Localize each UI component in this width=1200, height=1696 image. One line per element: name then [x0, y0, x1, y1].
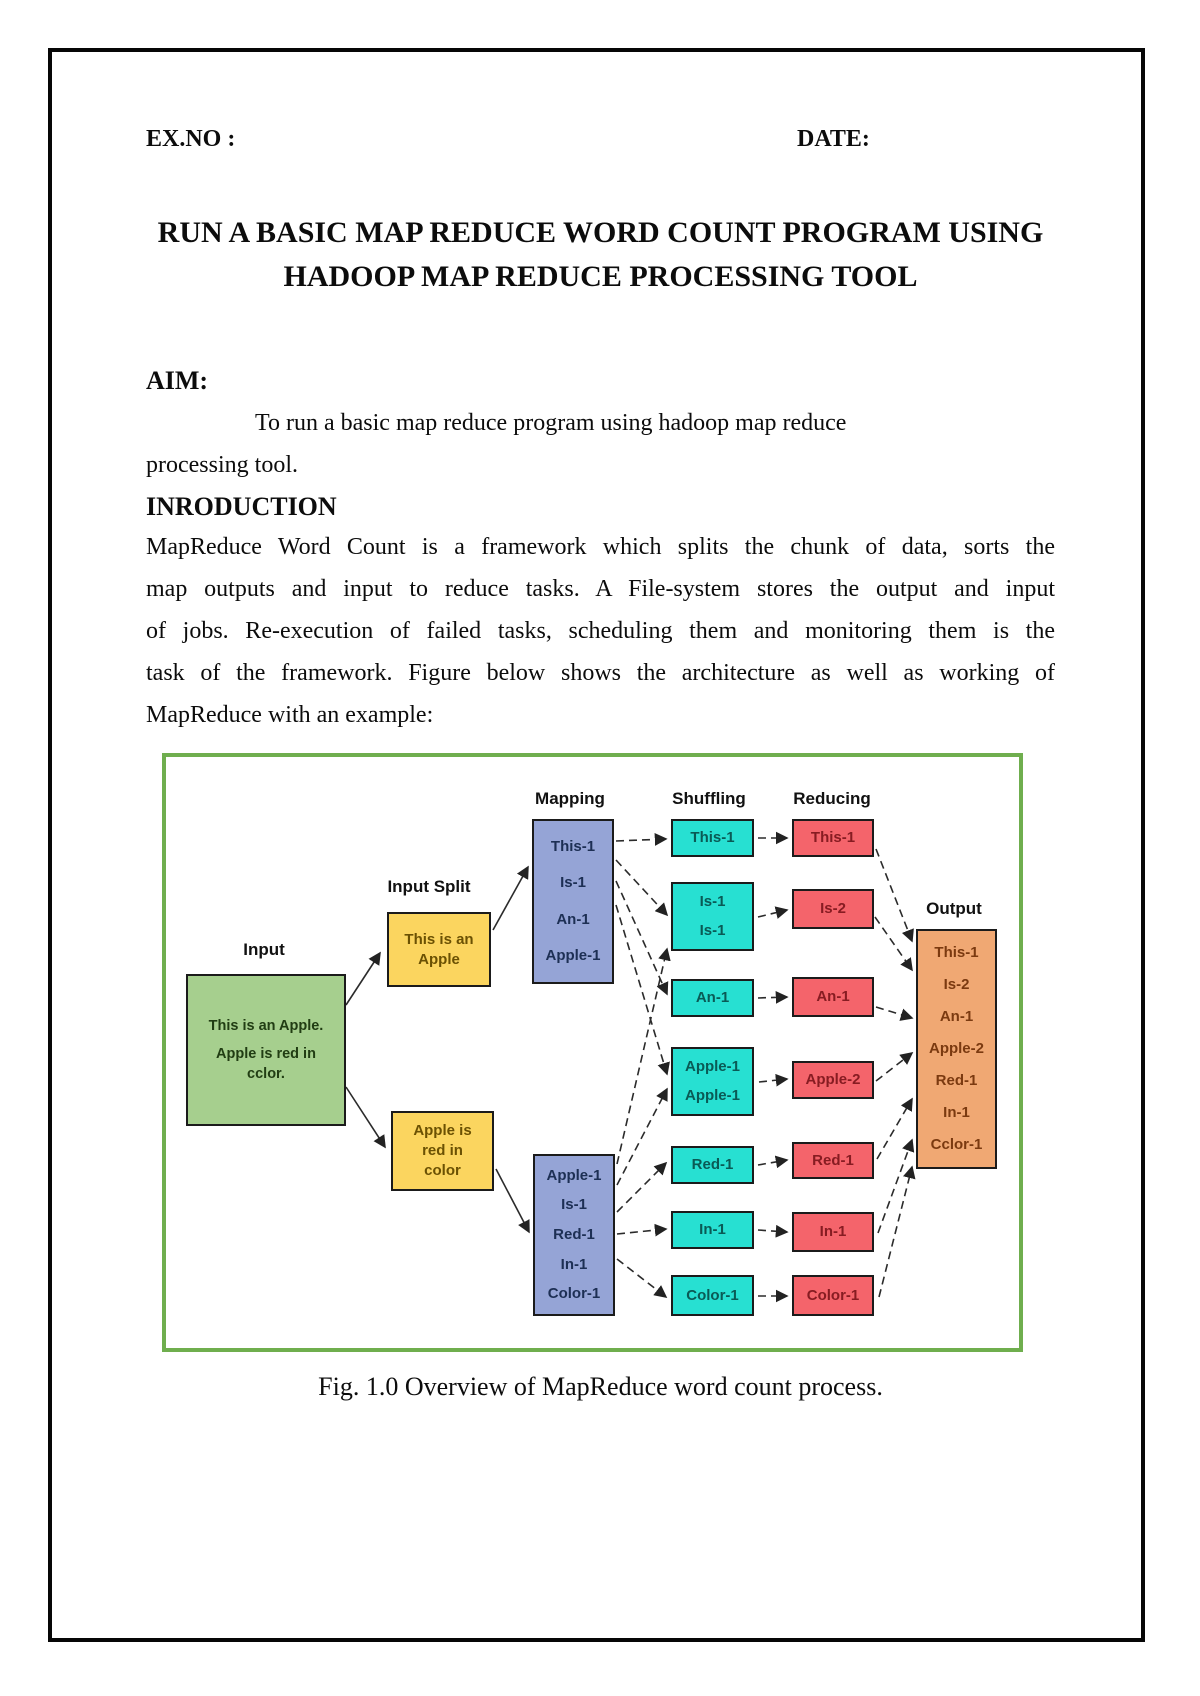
shuffle-item: Apple-1: [684, 1058, 740, 1076]
reduce-box-color: Color-1: [792, 1275, 874, 1316]
column-label-output: Output: [926, 899, 982, 918]
shuffle-box-an: An-1: [671, 979, 754, 1017]
shuffle-item: Color-1: [686, 1286, 739, 1304]
page-title-line2: HADOOP MAP REDUCE PROCESSING TOOL: [283, 260, 918, 293]
reduce-item: Red-1: [812, 1151, 854, 1169]
reduce-item: In-1: [819, 1223, 847, 1240]
shuffle-item: Is-1: [699, 893, 726, 911]
map1-item: An-1: [556, 910, 590, 928]
input-sentence-1: This is an Apple.: [208, 1018, 324, 1034]
shuffle-box-in: In-1: [671, 1211, 754, 1249]
input-sentence-2b: cclor.: [247, 1066, 285, 1082]
split2-line2: red in: [422, 1142, 463, 1159]
date-label: DATE:: [797, 126, 870, 152]
intro-line: map outputs and input to reduce tasks. A…: [146, 576, 1055, 602]
shuffle-box-color: Color-1: [671, 1275, 754, 1316]
column-label-shuffling: Shuffling: [672, 789, 746, 808]
shuffle-box-apple: Apple-1 Apple-1: [671, 1047, 754, 1116]
intro-line: MapReduce Word Count is a framework whic…: [146, 534, 1055, 560]
output-item: Red-1: [935, 1072, 978, 1089]
map1-item: Apple-1: [545, 946, 601, 964]
shuffle-item: In-1: [699, 1221, 726, 1238]
reduce-box-an: An-1: [792, 977, 874, 1017]
map2-item: Red-1: [553, 1225, 595, 1243]
shuffle-item: Is-1: [699, 921, 726, 939]
reduce-item: Color-1: [806, 1286, 860, 1304]
map2-item: Color-1: [547, 1285, 601, 1303]
shuffle-item: Red-1: [691, 1156, 734, 1173]
aim-text-line1: To run a basic map reduce program using …: [255, 410, 847, 436]
aim-text-line2: processing tool.: [146, 452, 298, 478]
reduce-item: Apple-2: [805, 1071, 861, 1088]
output-item: An-1: [939, 1008, 974, 1025]
shuffle-item: This-1: [690, 829, 735, 846]
column-label-reducing: Reducing: [793, 789, 871, 808]
output-item: In-1: [943, 1104, 970, 1121]
intro-line: MapReduce with an example:: [146, 702, 434, 728]
split2-line3: color: [424, 1162, 461, 1179]
map1-item: Is-1: [560, 874, 586, 892]
output-item: This-1: [934, 944, 979, 961]
introduction-heading: INRODUCTION: [146, 492, 337, 521]
reduce-box-red: Red-1: [792, 1142, 874, 1179]
split1-line2: Apple: [418, 950, 460, 968]
flow-arrows: [345, 831, 916, 1303]
page-title-line1: RUN A BASIC MAP REDUCE WORD COUNT PROGRA…: [157, 216, 1044, 249]
shuffle-item: Apple-1: [684, 1086, 740, 1104]
shuffle-box-is: Is-1 Is-1: [671, 882, 754, 951]
output-box: This-1 Is-2 An-1 Apple-2 Red-1 In-1 Cclo…: [916, 929, 997, 1169]
shuffle-item: An-1: [695, 989, 730, 1006]
aim-heading: AIM:: [146, 366, 209, 395]
column-label-mapping: Mapping: [535, 789, 605, 808]
reduce-box-is: Is-2: [792, 889, 874, 929]
split2-line1: Apple is: [413, 1122, 472, 1139]
mapreduce-figure: Input Input Split Mapping Shuffling Redu…: [162, 753, 1023, 1352]
page-border: [48, 48, 1145, 1642]
mapping-box-2: Apple-1 Is-1 Red-1 In-1 Color-1: [533, 1154, 615, 1316]
intro-line: task of the framework. Figure below show…: [146, 660, 1055, 686]
reduce-box-in: In-1: [792, 1212, 874, 1252]
mapping-box-1: This-1 Is-1 An-1 Apple-1: [532, 819, 614, 984]
split1-line1: This is an: [404, 930, 474, 948]
reduce-item: An-1: [816, 988, 850, 1005]
input-split-box-1: This is an Apple: [387, 912, 491, 987]
reduce-box-apple: Apple-2: [792, 1061, 874, 1099]
shuffle-box-red: Red-1: [671, 1146, 754, 1184]
map2-item: Is-1: [561, 1196, 587, 1214]
reduce-item: This-1: [810, 829, 856, 846]
intro-line: of jobs. Re-execution of failed tasks, s…: [146, 618, 1055, 644]
reduce-item: Is-2: [820, 900, 846, 917]
output-item: Is-2: [943, 976, 970, 993]
output-item: Apple-2: [928, 1040, 984, 1057]
column-label-input: Input: [243, 940, 285, 959]
shuffle-box-this: This-1: [671, 819, 754, 857]
input-split-box-2: Apple is red in color: [391, 1111, 494, 1191]
map1-item: This-1: [550, 838, 596, 856]
input-box: This is an Apple. Apple is red in cclor.: [186, 974, 346, 1126]
input-sentence-2: Apple is red in: [216, 1046, 316, 1062]
figure-caption: Fig. 1.0 Overview of MapReduce word coun…: [318, 1372, 883, 1401]
map2-item: In-1: [560, 1255, 588, 1273]
map2-item: Apple-1: [546, 1166, 602, 1184]
ex-no-label: EX.NO :: [146, 126, 236, 152]
column-label-input-split: Input Split: [387, 877, 471, 896]
output-item: Cclor-1: [930, 1136, 983, 1153]
reduce-box-this: This-1: [792, 819, 874, 857]
